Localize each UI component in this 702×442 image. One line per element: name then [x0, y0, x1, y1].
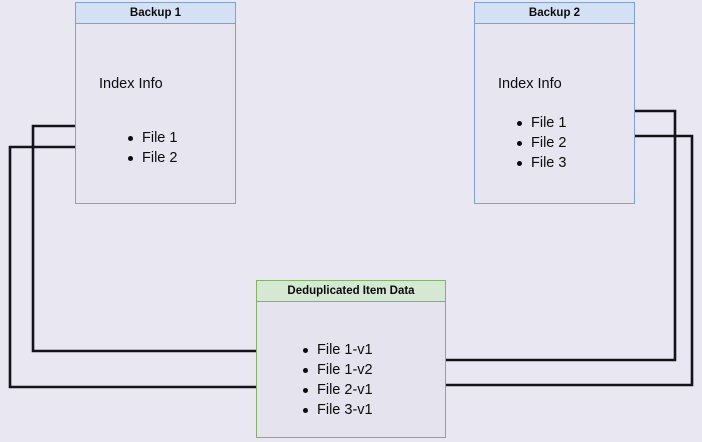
node-deduplicated-item-data: Deduplicated Item Data File 1-v1 File 1-… [256, 280, 446, 438]
list-item: File 1-v2 [301, 360, 373, 380]
node-backup-1-title: Backup 1 [76, 3, 235, 24]
list-item: File 1-v1 [301, 340, 373, 360]
list-item: File 2 [515, 133, 566, 153]
list-item: File 2-v1 [301, 380, 373, 400]
dedup-item-list: File 1-v1 File 1-v2 File 2-v1 File 3-v1 [301, 340, 373, 420]
node-backup-2: Backup 2 Index Info File 1 File 2 File 3 [474, 2, 635, 204]
list-item: File 1 [126, 128, 177, 148]
node-backup-1: Backup 1 Index Info File 1 File 2 [75, 2, 236, 204]
backup-2-file-list: File 1 File 2 File 3 [515, 113, 566, 173]
backup-1-file-list: File 1 File 2 [126, 128, 177, 168]
node-backup-2-title: Backup 2 [475, 3, 634, 24]
list-item: File 3-v1 [301, 400, 373, 420]
index-info-label-backup-1: Index Info [99, 76, 163, 92]
index-info-label-backup-2: Index Info [498, 76, 562, 92]
list-item: File 1 [515, 113, 566, 133]
node-backup-1-body: Index Info File 1 File 2 [76, 24, 235, 203]
node-deduplicated-item-data-body: File 1-v1 File 1-v2 File 2-v1 File 3-v1 [257, 302, 445, 437]
node-deduplicated-item-data-title: Deduplicated Item Data [257, 281, 445, 302]
node-backup-2-body: Index Info File 1 File 2 File 3 [475, 24, 634, 203]
list-item: File 2 [126, 148, 177, 168]
list-item: File 3 [515, 153, 566, 173]
